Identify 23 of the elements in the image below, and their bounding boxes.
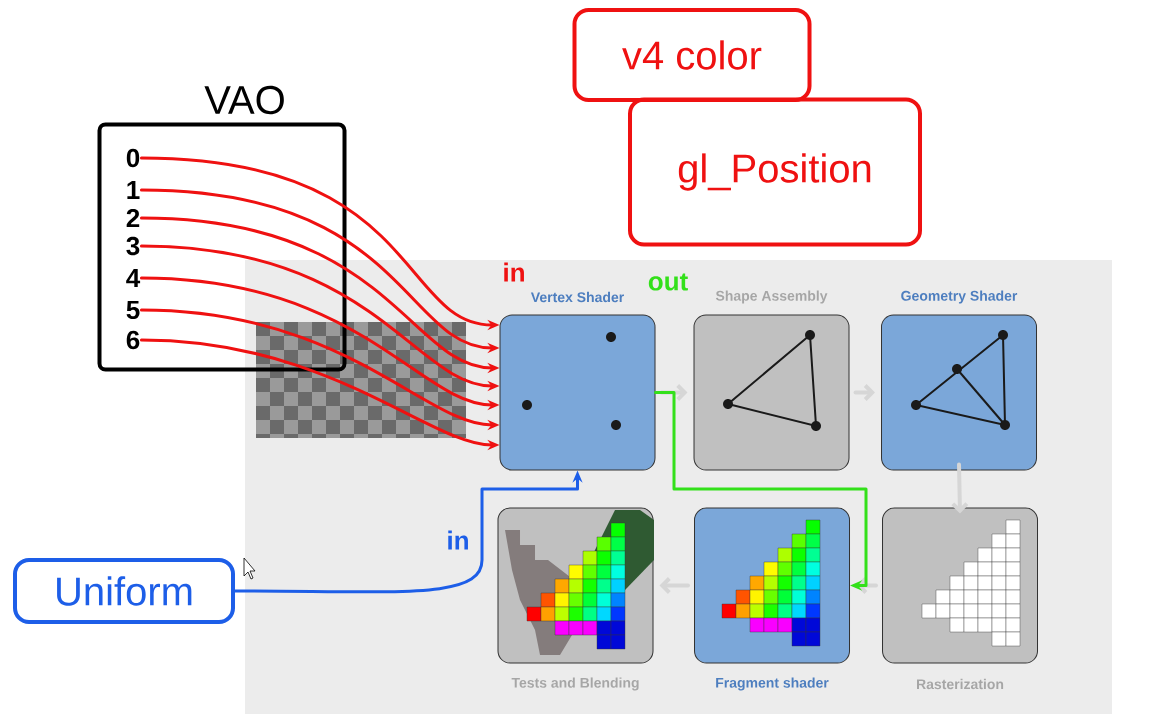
slot-number: 6: [126, 330, 140, 350]
stage-heading: Tests and Blending: [511, 677, 639, 691]
slot-number: 3: [126, 236, 140, 256]
arrow: [951, 462, 969, 514]
stage-heading: Rasterization: [917, 678, 1004, 690]
handwritten-label: in: [504, 262, 524, 282]
stage-heading: Fragment shader: [716, 677, 829, 691]
node-label: VAO: [204, 85, 284, 115]
stage-heading: Geometry Shader: [901, 290, 1018, 304]
stage-heading: Vertex Shader: [530, 291, 624, 303]
stage-heading: Shape Assembly: [715, 290, 828, 304]
uniform-box: Uniform: [13, 558, 235, 624]
arrow: [659, 384, 688, 401]
handwritten-label: in: [448, 530, 468, 550]
slot-number: 2: [126, 208, 140, 228]
slot-number: 0: [126, 148, 140, 168]
slot-number: 5: [126, 300, 140, 320]
slot-number: 1: [127, 181, 140, 199]
handwritten-label: out: [648, 273, 688, 291]
arrow: [654, 391, 868, 591]
slot-number: 4: [126, 269, 141, 287]
note-box: v4 color: [572, 8, 812, 102]
note-box: gl_Position: [628, 97, 922, 247]
